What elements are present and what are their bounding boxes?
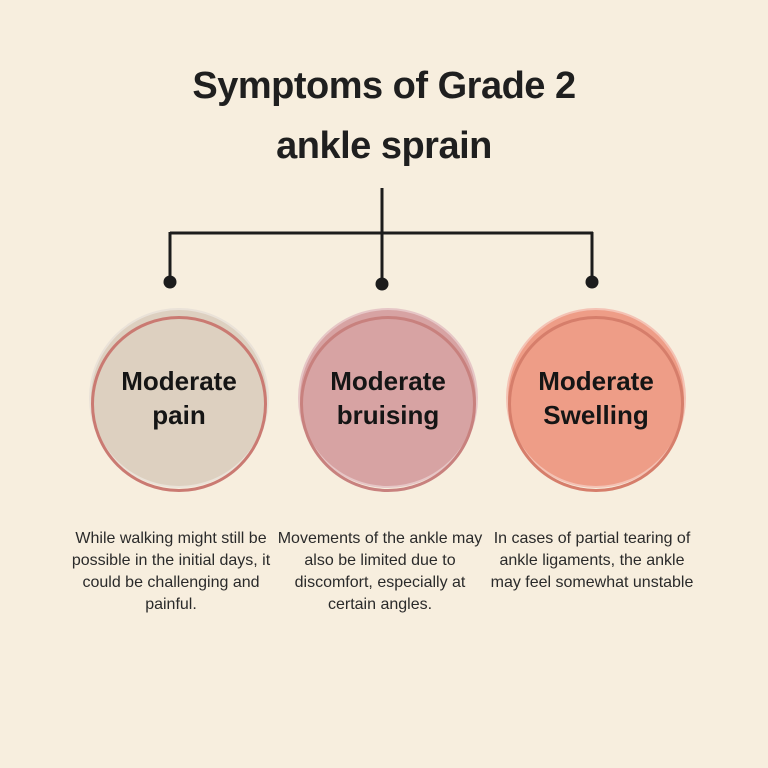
symptom-description-bruising: Movements of the ankle may also be limit… bbox=[277, 530, 483, 613]
page-title-line2: ankle sprain bbox=[276, 125, 492, 167]
symptom-label-line1: Moderate bbox=[538, 366, 654, 396]
symptom-label-line2: bruising bbox=[336, 400, 440, 430]
symptom-node-moderate-pain: Moderate pain bbox=[89, 308, 269, 496]
symptom-description-pain: While walking might still be possible in… bbox=[71, 530, 271, 613]
symptom-label: Moderate bruising bbox=[298, 308, 478, 488]
circle-ring bbox=[508, 316, 684, 492]
symptom-label: Moderate Swelling bbox=[506, 308, 686, 488]
symptom-description-swelling: In cases of partial tearing of ankle lig… bbox=[490, 530, 694, 591]
symptom-label-line1: Moderate bbox=[330, 366, 446, 396]
symptom-label-line2: pain bbox=[152, 400, 206, 430]
circle-ring bbox=[300, 316, 476, 492]
symptom-label-line2: Swelling bbox=[543, 400, 649, 430]
symptom-label-line1: Moderate bbox=[121, 366, 237, 396]
symptom-label: Moderate pain bbox=[89, 308, 269, 488]
page-title: Symptoms of Grade 2 ankle sprain bbox=[0, 56, 768, 176]
symptom-node-moderate-swelling: Moderate Swelling bbox=[506, 308, 686, 496]
symptom-node-moderate-bruising: Moderate bruising bbox=[298, 308, 478, 496]
page-title-line1: Symptoms of Grade 2 bbox=[192, 65, 576, 107]
circle-ring bbox=[91, 316, 267, 492]
